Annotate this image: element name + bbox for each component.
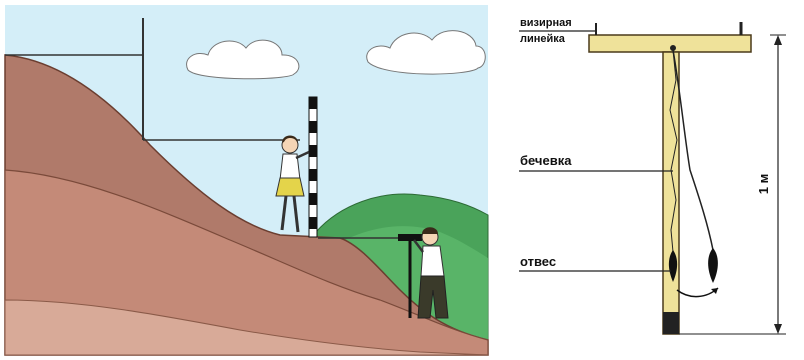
plumb-label: отвес: [520, 254, 556, 269]
plumb-bob-right: [708, 248, 718, 283]
pole-base: [663, 312, 679, 334]
height-label: 1 м: [756, 174, 771, 194]
sight-ruler-label-line2: линейка: [520, 33, 566, 45]
sighting-device: визирная линейка бечевка отвес 1 м: [519, 17, 786, 334]
string-label: бечевка: [520, 153, 572, 168]
device-pole: [663, 52, 679, 334]
dimension-arrow-top: [774, 35, 782, 45]
landscape-scene: [5, 5, 488, 355]
sight-ruler-label-line1: визирная: [520, 17, 572, 29]
sight-ruler: [589, 35, 751, 52]
leveling-staff: [309, 97, 317, 237]
dimension-arrow-bottom: [774, 324, 782, 334]
